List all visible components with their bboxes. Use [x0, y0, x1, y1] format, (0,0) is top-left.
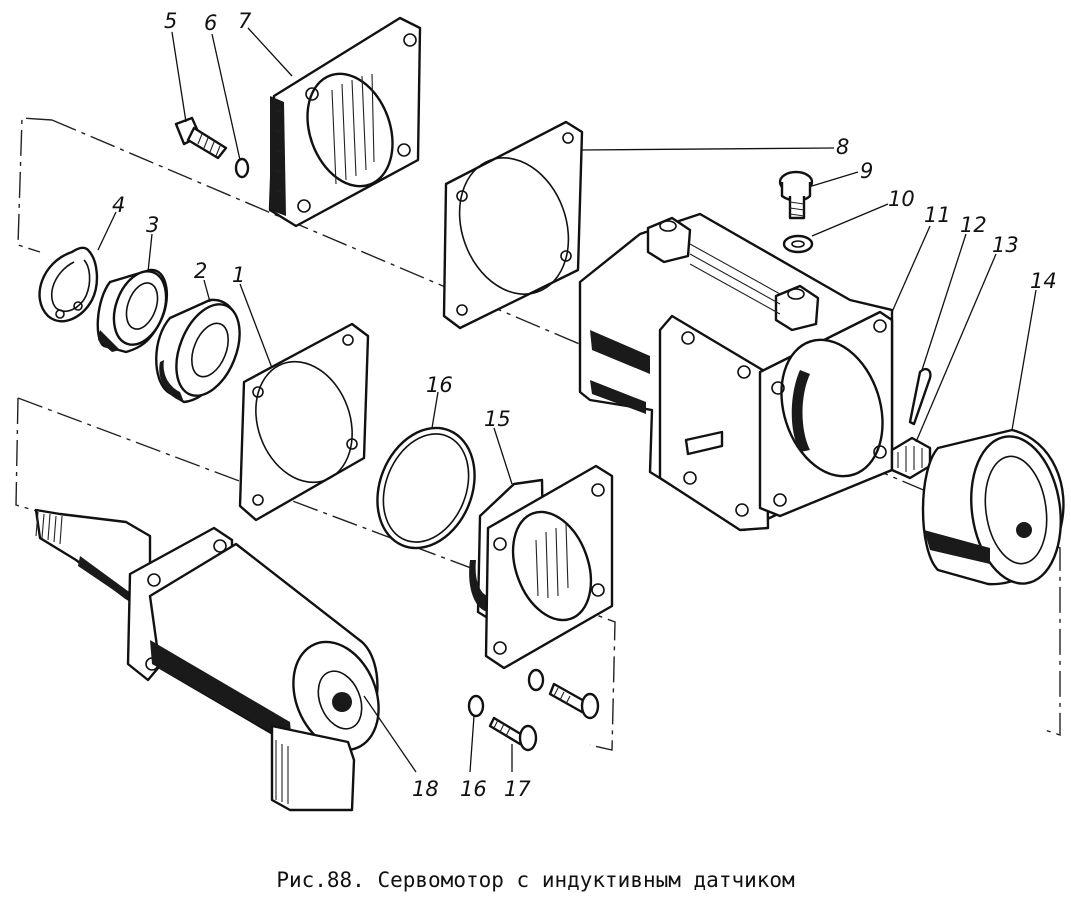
callout-9: 9 [860, 159, 873, 183]
callout-8: 8 [836, 135, 849, 159]
callout-6: 6 [204, 11, 217, 35]
part-2-bearing [155, 298, 241, 404]
callout-7: 7 [238, 9, 252, 33]
part-8-gasket [442, 120, 584, 330]
part-5-bolt [174, 116, 228, 160]
leader-lines [97, 27, 1037, 773]
callout-11: 11 [924, 203, 951, 227]
part-18-servomotor-body [34, 508, 380, 812]
part-7-flange-cover [268, 16, 422, 228]
callout-2: 2 [194, 259, 207, 283]
part-15-flange [469, 464, 614, 670]
part-17-screws [488, 682, 600, 752]
part-10-washer [782, 234, 814, 254]
part-4-retaining-ring [38, 246, 99, 323]
part-13-castle-nut [890, 436, 932, 480]
callout-5: 5 [164, 9, 177, 33]
callout-12: 12 [960, 213, 987, 237]
callout-17: 17 [504, 777, 531, 801]
part-16-lower-washer [467, 668, 545, 718]
callout-16-upper: 16 [426, 373, 453, 397]
part-6-washer [234, 157, 250, 179]
callout-13: 13 [992, 233, 1019, 257]
callout-numbers: 5 6 7 8 9 10 11 12 13 14 4 3 2 1 16 15 1… [112, 9, 1057, 801]
callout-16-lower: 16 [460, 777, 487, 801]
callout-3: 3 [146, 213, 159, 237]
part-16-o-ring [376, 426, 476, 550]
callout-1: 1 [232, 263, 245, 287]
part-1-gasket [238, 322, 370, 522]
callout-15: 15 [484, 407, 511, 431]
callout-4: 4 [112, 193, 125, 217]
callout-14: 14 [1030, 269, 1057, 293]
callout-10: 10 [888, 187, 915, 211]
part-9-screw [778, 170, 814, 220]
part-3-bushing [96, 268, 168, 354]
assembly-axis-lines [15, 117, 1061, 751]
part-11-housing [578, 212, 894, 532]
callout-18: 18 [412, 777, 439, 801]
figure-caption: Рис.88. Сервомотор с индуктивным датчико… [276, 868, 795, 892]
part-14-drum-cover [921, 428, 1065, 586]
